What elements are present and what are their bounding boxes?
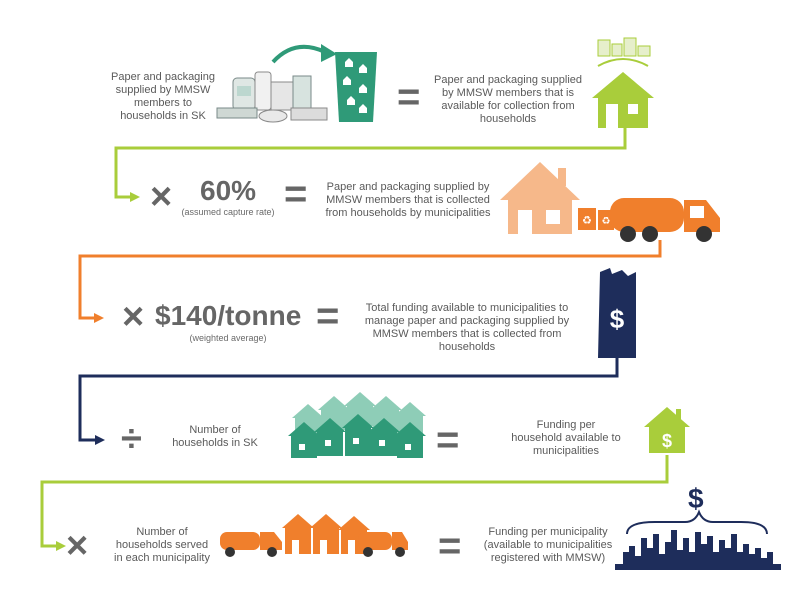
- dollar-tower-symbol: $: [610, 304, 625, 334]
- row1-left-text: Paper and packaging supplied by MMSW mem…: [111, 71, 215, 122]
- packaging-pile-icon: [216, 44, 337, 123]
- row2-times: ×: [150, 176, 173, 218]
- row5-left-text: Number of households served in each muni…: [114, 526, 210, 564]
- row2-right-text: Paper and packaging supplied by MMSW mem…: [325, 181, 491, 219]
- houses-cluster-icon: [288, 392, 426, 458]
- dollar-house-icon: $: [644, 407, 690, 453]
- row2-value: 60%: [200, 175, 257, 206]
- row3-equals: =: [316, 294, 340, 338]
- row4-right-text: Funding per household available to munic…: [511, 419, 621, 457]
- row3-value: $140/tonne: [155, 300, 302, 331]
- svg-text:♻: ♻: [602, 216, 611, 227]
- row4-divide: ÷: [121, 418, 142, 460]
- row5-times: ×: [66, 525, 89, 567]
- teal-tower-icon: [335, 52, 377, 122]
- row3-right-text: Total funding available to municipalitie…: [364, 302, 570, 353]
- city-dollar-symbol: $: [688, 483, 704, 514]
- peach-house-icon: [500, 162, 580, 234]
- trucks-houses-icon: [220, 514, 408, 557]
- row2-equals: =: [284, 172, 308, 216]
- row2-note: (assumed capture rate): [181, 207, 275, 217]
- dollar-tower-icon: $: [598, 268, 636, 358]
- garbage-truck-icon: [610, 198, 720, 242]
- row4-equals: =: [436, 418, 460, 462]
- dollar-house-symbol: $: [662, 431, 672, 451]
- row5-right-text: Funding per municipality (available to m…: [483, 526, 613, 564]
- row3-note: (weighted average): [189, 333, 267, 343]
- row1-right-text: Paper and packaging supplied by MMSW mem…: [434, 74, 583, 125]
- svg-text:♻: ♻: [582, 214, 592, 227]
- green-house-icon: [592, 37, 654, 128]
- row5-equals: =: [438, 524, 462, 568]
- row1-equals: =: [397, 75, 421, 119]
- row3-times: ×: [122, 296, 145, 338]
- row4-left-text: Number of households in SK: [172, 424, 258, 449]
- city-skyline-icon: [615, 509, 781, 570]
